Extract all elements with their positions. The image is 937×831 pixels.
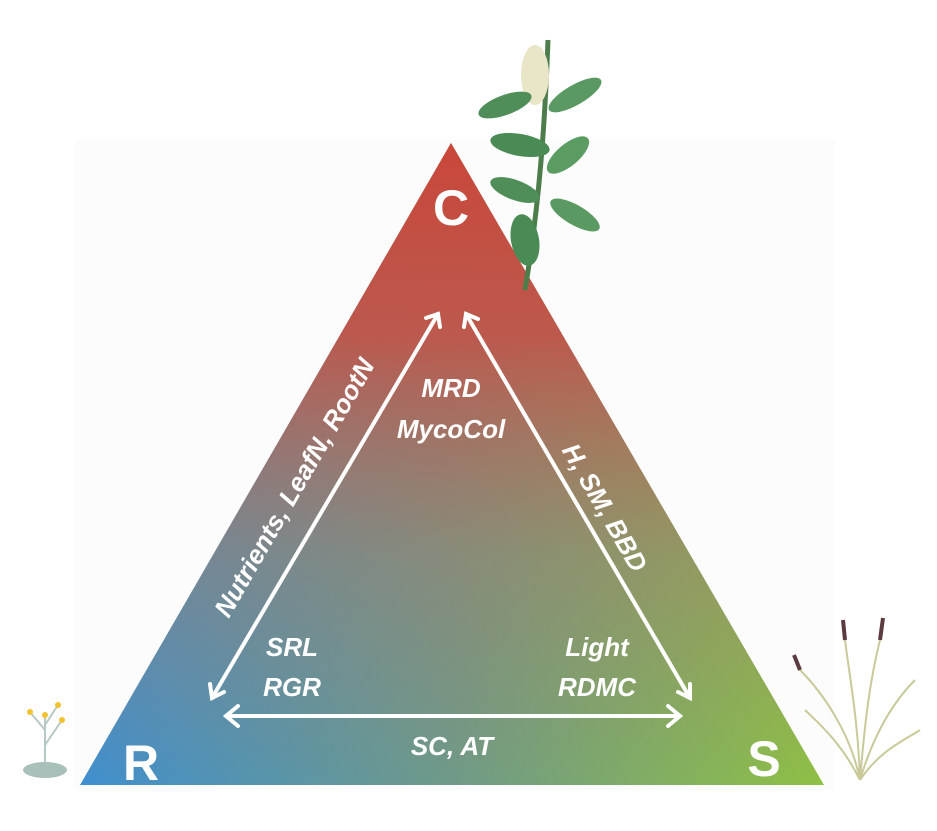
- vertex-label-r: R: [123, 735, 159, 791]
- competitor-plant-illustration: [478, 39, 602, 291]
- stress-tolerator-plant-illustration: [792, 617, 921, 781]
- vertex-label-s: S: [747, 731, 780, 787]
- edge-label-r-s: SC, AT: [411, 731, 495, 761]
- corner-label-s-2: RDMC: [558, 672, 637, 702]
- corner-label-r-1: SRL: [266, 632, 318, 662]
- arrow-r-s: [222, 704, 684, 728]
- arrow-c-s: [462, 311, 692, 702]
- ruderal-plant-illustration: [23, 702, 67, 778]
- corner-label-r-2: RGR: [263, 672, 321, 702]
- corner-label-c-1: MRD: [421, 373, 480, 403]
- vertex-label-c: C: [433, 180, 469, 236]
- corner-label-c-2: MycoCol: [397, 414, 506, 444]
- triangle: [80, 143, 824, 785]
- arrow-r-c: [208, 311, 442, 702]
- corner-label-s-1: Light: [565, 632, 630, 662]
